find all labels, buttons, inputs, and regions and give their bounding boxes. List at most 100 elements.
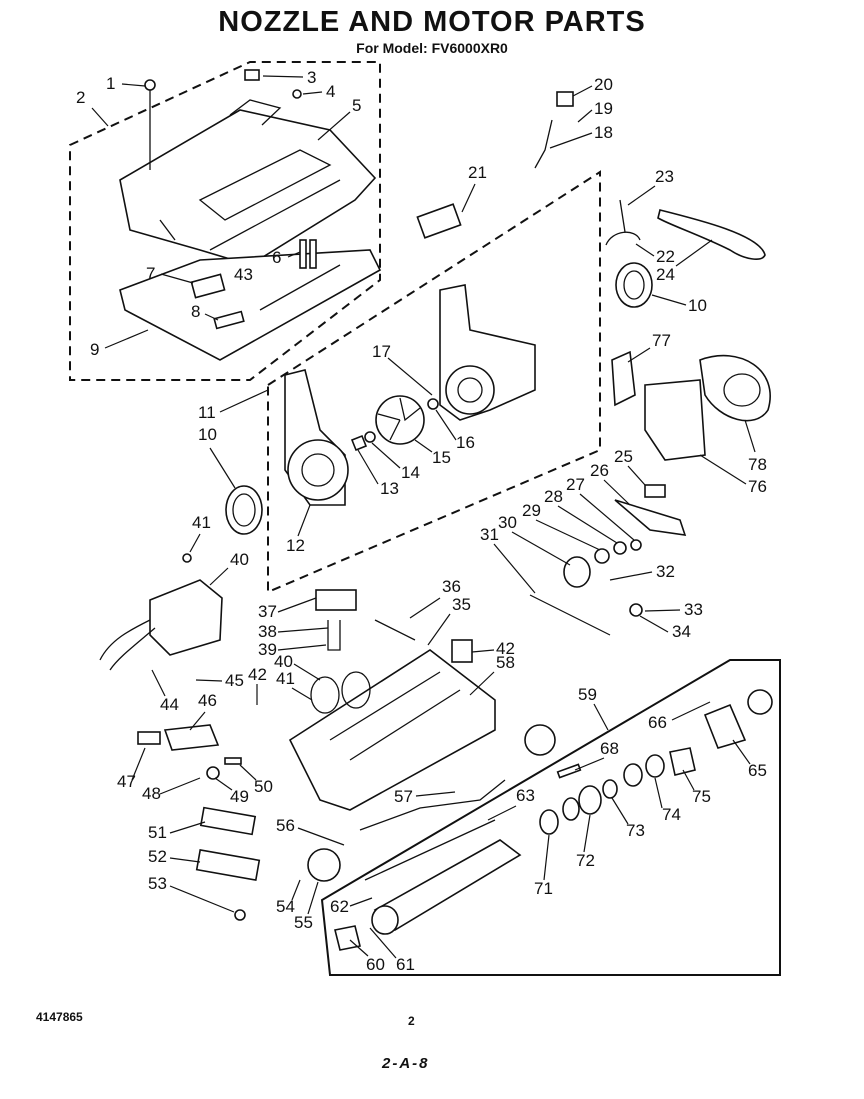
callout-10-left: 10 [198,425,217,444]
washer-part-b [427,398,439,410]
end-plate-part [747,689,773,715]
hood-part [119,99,377,266]
knob-part-b [629,603,643,617]
callout-37: 37 [258,602,277,621]
pin-part-b [556,763,582,779]
callout-17: 17 [372,342,391,361]
page-title: NOZZLE AND MOTOR PARTS [218,6,646,38]
spring-clip-part-b [309,239,317,269]
spring-clip-part [299,239,307,269]
callout-32: 32 [656,562,675,581]
callout-25: 25 [614,447,633,466]
seal-part [611,350,636,407]
lever-tab-part [644,484,666,498]
callout-12: 12 [286,536,305,555]
bearing-part [539,809,559,835]
callout-64: 61 [396,955,415,974]
gear-part [578,785,602,815]
callout-35: 35 [452,595,471,614]
callout-65: 62 [330,897,349,916]
screw-part [144,79,156,91]
callout-34: 34 [672,622,691,641]
callout-21: 21 [468,163,487,182]
callout-56: 53 [148,874,167,893]
bristle-strip-part [364,819,496,881]
latch-part [190,273,226,299]
callout-70: 68 [600,739,619,758]
page-code: 2-A-8 [382,1055,430,1072]
strip-part [374,619,416,641]
callout-60: 57 [394,787,413,806]
document-number: 4147865 [36,1010,83,1024]
callout-33: 33 [684,600,703,619]
callout-68: 65 [748,761,767,780]
callout-58: 55 [294,913,313,932]
spring-part [327,620,341,651]
hood-group-boundary [69,61,381,381]
callout-51: 48 [142,784,161,803]
callout-9: 9 [90,340,99,359]
gasket-ring-part [225,485,263,535]
callout-61: 58 [496,653,515,672]
switch-button-part [137,731,161,745]
screw-part-b [182,553,192,563]
callout-47: 44 [160,695,179,714]
callout-6: 6 [272,248,281,267]
bracket-part [163,724,220,751]
drive-wheel-part [563,556,591,588]
callout-69: 66 [648,713,667,732]
callout-14: 14 [401,463,420,482]
callout-8: 8 [191,302,200,321]
bushing-part [206,766,220,780]
callout-3: 3 [307,68,316,87]
callout-28: 28 [544,487,563,506]
callout-30: 30 [498,513,517,532]
callout-36: 36 [442,577,461,596]
callout-53: 50 [254,777,273,796]
page-number: 2 [408,1014,415,1028]
callout-46: 43 [234,265,253,284]
end-cap-part [334,925,361,951]
callout-43: 40 [230,550,249,569]
callout-18: 18 [594,123,613,142]
callout-55: 52 [148,847,167,866]
callout-4: 4 [326,82,335,101]
callout-41: 41 [276,669,295,688]
axle-rod-part [529,594,611,636]
knob-part [244,69,260,81]
callout-48: 45 [225,671,244,690]
axle-part [359,779,506,831]
callout-71: 71 [534,879,553,898]
callout-49: 46 [198,691,217,710]
grommet-part [556,91,574,107]
callout-20: 20 [594,75,613,94]
callout-40: 40 [274,652,293,671]
callout-44: 41 [192,513,211,532]
callout-29: 29 [522,501,541,520]
nut-part [350,434,368,452]
wheel-part [524,724,556,756]
spring-part-b [669,747,696,776]
bracket-part-b [315,589,357,611]
callout-5: 5 [352,96,361,115]
brushroll-group-boundary [320,659,781,976]
rear-cover-part [644,379,706,461]
callout-10-top: 10 [688,296,707,315]
callout-45: 42 [496,639,515,658]
callout-23: 23 [655,167,674,186]
clamp-part [605,231,641,246]
plug-part [292,89,302,99]
base-plate-part [119,249,382,361]
callout-63: 60 [366,955,385,974]
callout-39: 39 [258,640,277,659]
callout-78: 78 [748,455,767,474]
belt-part [657,209,766,260]
washer-part-c [630,539,642,551]
cover-part [699,354,771,422]
fan-part [375,395,425,445]
callout-62: 59 [578,685,597,704]
callout-74: 74 [662,805,681,824]
pad-part [213,310,245,330]
callout-16: 16 [456,433,475,452]
wheel-part-b [307,848,341,882]
